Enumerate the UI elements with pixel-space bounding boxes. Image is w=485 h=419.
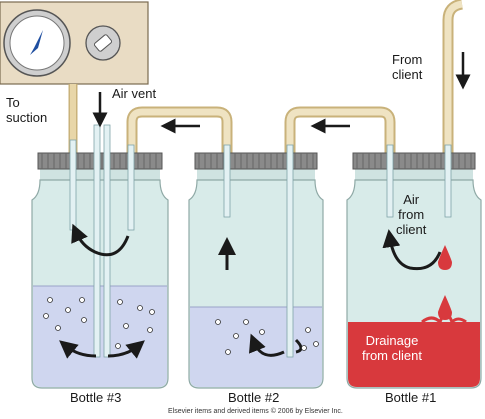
suction-gauge-panel (0, 1, 149, 85)
label-air-vent: Air vent (112, 86, 157, 101)
blood-drop-lower (438, 295, 452, 320)
bottle-2 (188, 144, 324, 389)
label-bottle-2: Bottle #2 (228, 390, 280, 405)
label-from-client: From client (392, 52, 423, 82)
bottle-1 (346, 144, 482, 389)
label-bottle-1: Bottle #1 (385, 390, 437, 405)
copyright-footer: Elsevier items and derived items © 2006 … (168, 408, 343, 415)
blood-drop-upper (438, 245, 452, 270)
label-to-suction: To suction (6, 95, 48, 125)
flow-arrows (92, 52, 471, 134)
label-bottle-3: Bottle #3 (70, 390, 122, 405)
label-air-from-client: Air from client (396, 192, 427, 237)
label-drainage-from-client: Drainage from client (362, 333, 422, 363)
bottle-3 (31, 124, 169, 389)
connector-tubes (126, 0, 464, 155)
